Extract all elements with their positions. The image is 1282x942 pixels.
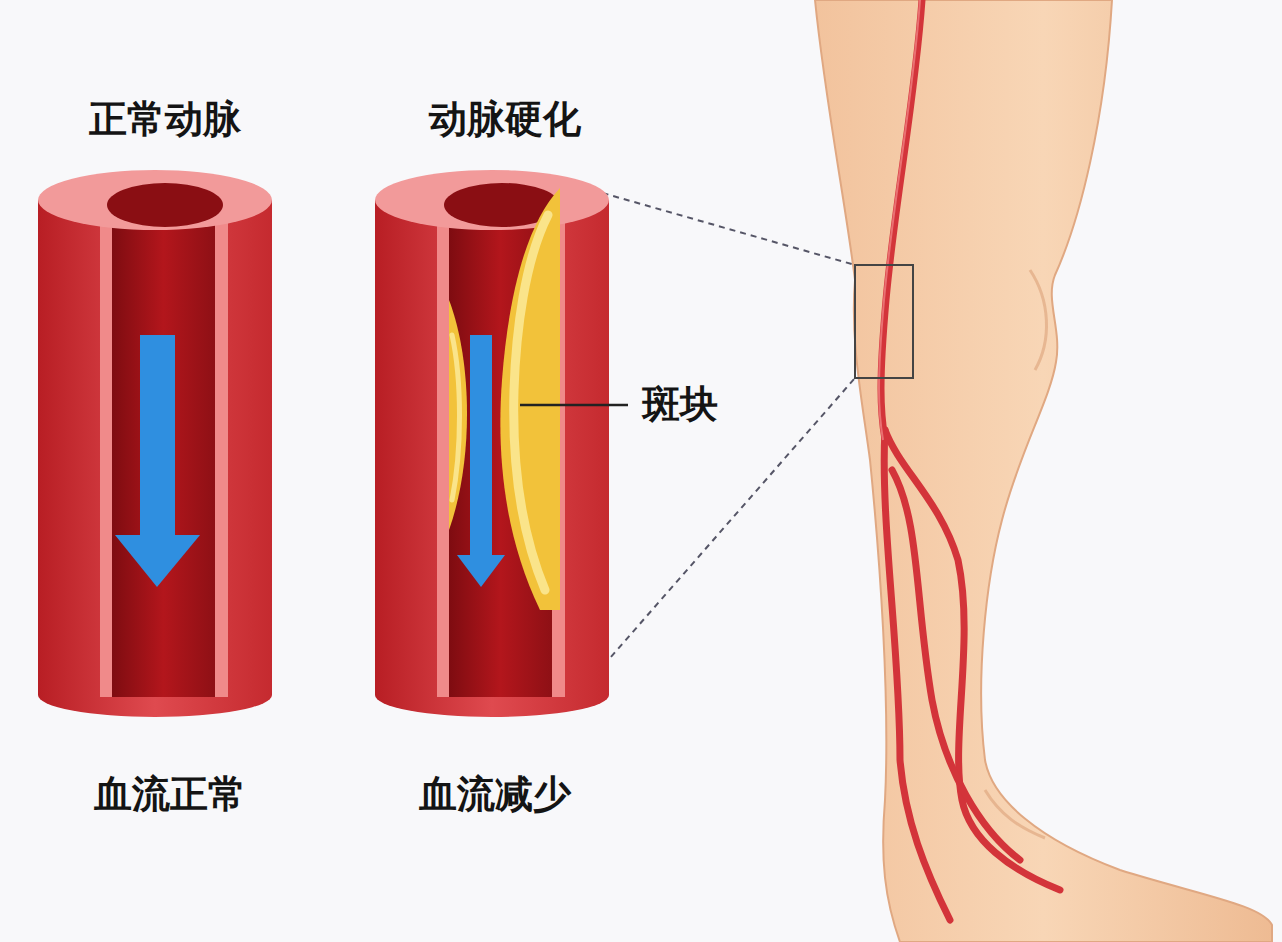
zoom-box <box>855 265 913 378</box>
femoral-artery <box>881 0 922 440</box>
cut-face <box>437 205 449 697</box>
flow-arrow <box>115 535 200 587</box>
hardened-artery <box>375 170 609 717</box>
zoom-line <box>582 378 855 690</box>
flow-arrow <box>140 335 175 537</box>
normal-artery <box>38 170 272 717</box>
caption-label: 血流减少 <box>419 772 571 818</box>
plaque-texture <box>452 335 460 500</box>
artery-rim <box>38 170 272 230</box>
plaque-texture <box>514 215 548 590</box>
caption-label: 血流正常 <box>94 772 246 818</box>
flow-arrow <box>457 555 505 587</box>
plaque <box>449 300 467 530</box>
peroneal-artery <box>884 430 950 920</box>
artery-rim <box>375 170 609 230</box>
cut-face <box>100 205 112 697</box>
title-label: 正常动脉 <box>89 97 241 143</box>
artery-body <box>38 200 272 717</box>
artery-opening <box>107 183 223 227</box>
zoom-line <box>592 190 855 265</box>
leg-outline <box>815 0 1272 942</box>
artery-body <box>375 200 609 717</box>
branch-artery <box>892 470 1020 860</box>
leader-line <box>520 404 628 407</box>
callout-label: 斑块 <box>642 382 718 428</box>
leg-arteries <box>881 0 1060 920</box>
knee-shading <box>1030 270 1046 370</box>
lumen <box>112 205 215 697</box>
title-label: 动脉硬化 <box>429 97 581 143</box>
cut-face <box>215 205 228 697</box>
flow-arrow <box>470 335 492 557</box>
plaque <box>500 188 560 610</box>
